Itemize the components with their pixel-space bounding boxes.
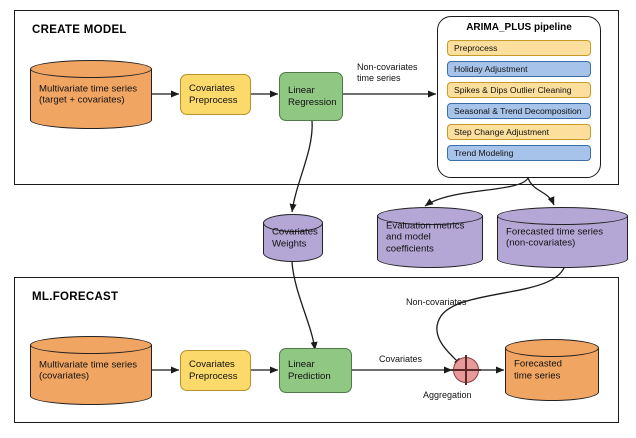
pipeline-step-label: Holiday Adjustment: [454, 64, 528, 74]
pipeline-step-label: Seasonal & Trend Decomposition: [454, 106, 582, 116]
ml-forecast-covariates-preprocess-box[interactable]: Covariates Preprocess: [180, 350, 251, 391]
pipeline-step-trend-modeling[interactable]: Trend Modeling: [447, 145, 591, 161]
cylinder-top: [263, 214, 323, 232]
ml-forecast-title: ML.FORECAST: [32, 291, 119, 303]
pipeline-step-label: Trend Modeling: [454, 148, 514, 158]
edge-label-non-covariates-time-series: Non-covariates time series: [357, 62, 418, 83]
edge-label-non-covariates: Non-covariates: [406, 297, 467, 307]
box-label: Linear Regression: [288, 84, 337, 108]
cylinder-top: [30, 336, 152, 354]
pipeline-title: ARIMA_PLUS pipeline: [466, 22, 572, 33]
box-label: Covariates Preprocess: [189, 358, 238, 382]
ml-forecast-source-cylinder: Multivariate time series (covariates): [30, 336, 152, 405]
ml-forecast-frame: [14, 277, 619, 423]
pipeline-step-step-change-adjustment[interactable]: Step Change Adjustment: [447, 124, 591, 140]
arima-plus-pipeline-container: ARIMA_PLUS pipeline Preprocess Holiday A…: [437, 16, 601, 178]
cylinder-label: Multivariate time series (covariates): [39, 358, 138, 382]
pipeline-step-label: Spikes & Dips Outlier Cleaning: [454, 85, 572, 95]
artifact-evaluation-metrics: Evaluation metrics and model coefficient…: [377, 207, 483, 268]
pipeline-step-label: Step Change Adjustment: [454, 127, 550, 137]
cylinder-top: [377, 207, 483, 225]
cylinder-label: Multivariate time series (target + covar…: [39, 82, 138, 106]
create-model-frame: [14, 10, 619, 185]
edge-label-covariates: Covariates: [379, 354, 423, 364]
aggregation-label: Aggregation: [423, 390, 472, 400]
box-label: Linear Prediction: [288, 358, 331, 382]
ml-forecast-output-cylinder: Forecasted time series: [505, 339, 599, 401]
artifact-forecasted-non-covariates: Forecasted time series (non-covariates): [497, 207, 628, 268]
artifact-covariates-weights: Covariates Weights: [263, 214, 323, 262]
cylinder-label: Forecasted time series: [514, 358, 562, 381]
cylinder-label: Covariates Weights: [272, 226, 318, 249]
cylinder-top: [30, 60, 152, 78]
cylinder-label: Evaluation metrics and model coefficient…: [386, 220, 465, 255]
create-model-linear-regression-box[interactable]: Linear Regression: [279, 72, 343, 121]
create-model-covariates-preprocess-box[interactable]: Covariates Preprocess: [180, 74, 251, 115]
create-model-source-cylinder: Multivariate time series (target + covar…: [30, 60, 152, 129]
create-model-title: CREATE MODEL: [32, 24, 127, 36]
pipeline-step-spikes-dips-outlier-cleaning[interactable]: Spikes & Dips Outlier Cleaning: [447, 82, 591, 98]
aggregation-plus-circle-icon: [451, 355, 481, 385]
cylinder-top: [497, 207, 628, 225]
box-label: Covariates Preprocess: [189, 82, 238, 106]
cylinder-top: [505, 339, 599, 357]
pipeline-step-preprocess[interactable]: Preprocess: [447, 40, 591, 56]
pipeline-step-seasonal-trend-decomposition[interactable]: Seasonal & Trend Decomposition: [447, 103, 591, 119]
ml-forecast-linear-prediction-box[interactable]: Linear Prediction: [279, 348, 352, 393]
pipeline-step-label: Preprocess: [454, 43, 498, 53]
cylinder-label: Forecasted time series (non-covariates): [506, 225, 604, 249]
pipeline-step-holiday-adjustment[interactable]: Holiday Adjustment: [447, 61, 591, 77]
